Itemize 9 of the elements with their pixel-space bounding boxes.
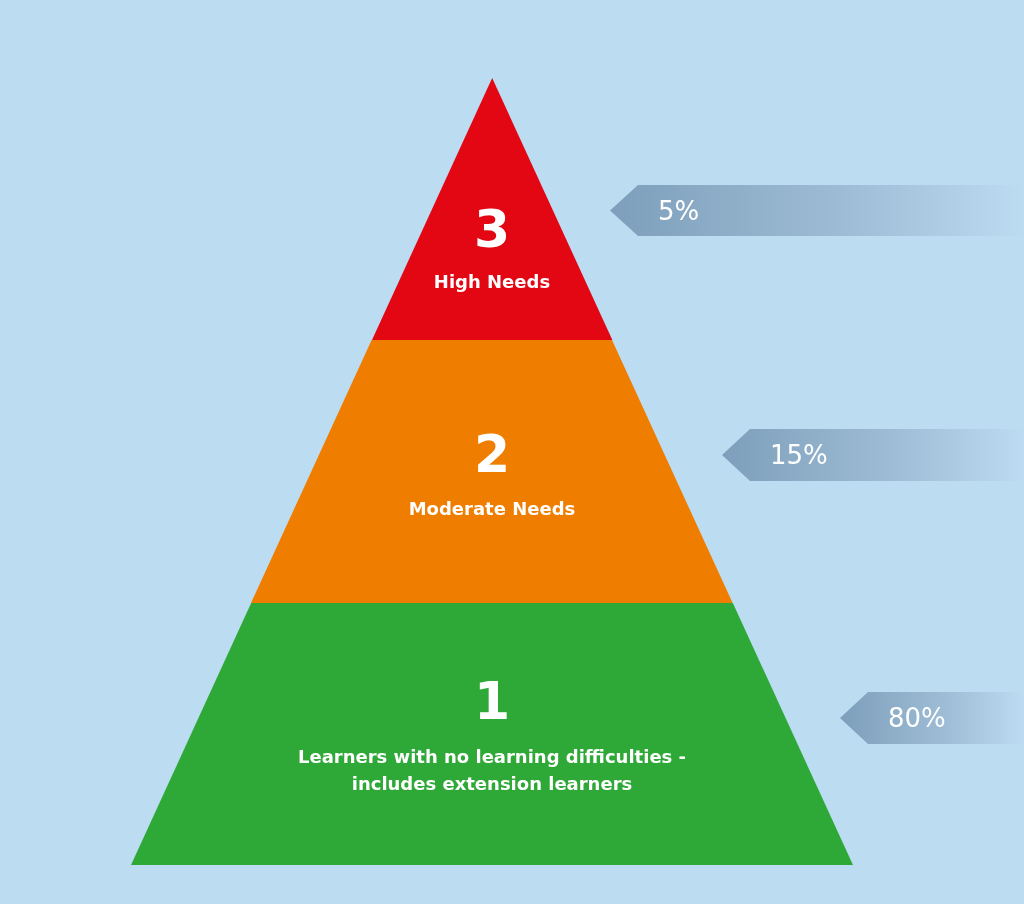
- tier-label: High Needs: [432, 270, 552, 294]
- tier-label: Learners with no learning difficulties - includes extension learners: [296, 745, 688, 796]
- tier-number: 2: [472, 423, 512, 485]
- percentage-label: 5%: [658, 195, 700, 227]
- tier-label: Moderate Needs: [407, 497, 577, 521]
- percentage-label: 80%: [888, 702, 946, 734]
- tier-number: 3: [472, 198, 512, 260]
- tier-number: 1: [472, 670, 512, 732]
- percentage-label: 15%: [770, 439, 828, 471]
